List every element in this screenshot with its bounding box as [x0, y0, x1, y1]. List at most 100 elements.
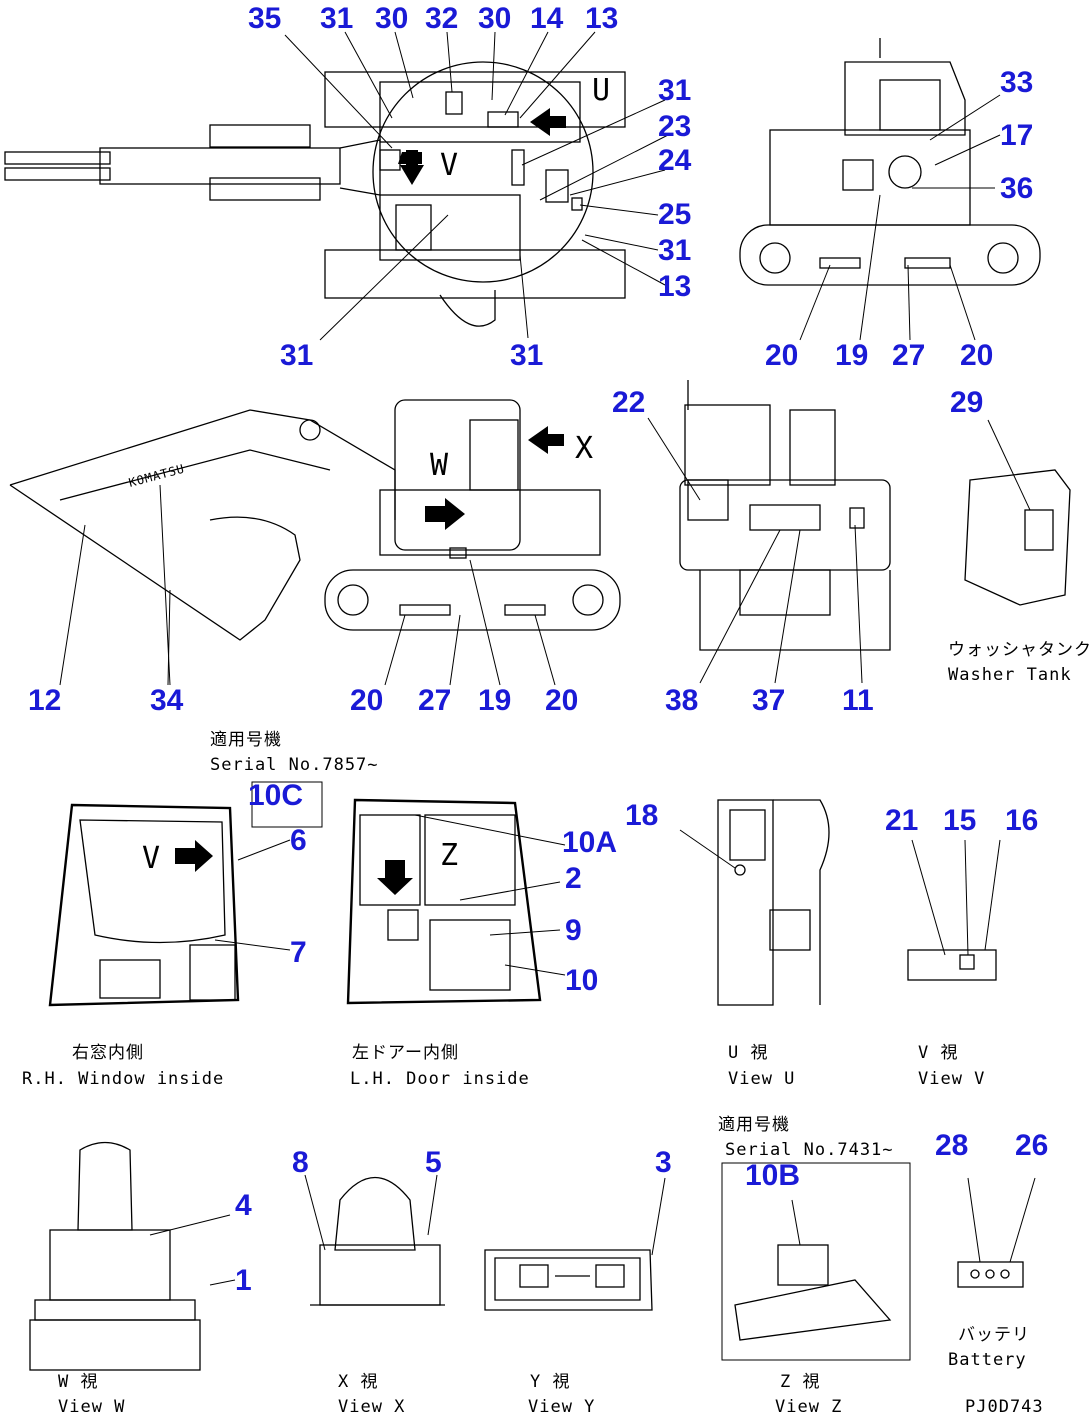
view-v-drawing: 21 15 16 V 視 View V [885, 804, 1038, 1089]
callout-31: 31 [280, 339, 313, 372]
rear-view-drawing [647, 380, 891, 684]
rh-window-callouts: 10C 6 7 右窓内側 R.H. Window inside [22, 779, 307, 1089]
callout-10a: 10A [562, 826, 617, 859]
callout-27: 27 [418, 684, 451, 717]
callout-27: 27 [892, 339, 925, 372]
callout-26: 26 [1015, 1129, 1048, 1162]
rh-window-drawing: V [48, 803, 291, 1007]
door-caption-en: L.H. Door inside [350, 1069, 530, 1089]
battery-drawing: 28 26 バッテリ Battery [935, 1129, 1048, 1370]
drawing-code: PJ0D743 [965, 1397, 1044, 1417]
callout-3: 3 [655, 1146, 672, 1179]
callout-30: 30 [478, 2, 511, 35]
callout-20: 20 [765, 339, 798, 372]
callout-16: 16 [1005, 804, 1038, 837]
callout-14: 14 [530, 2, 564, 35]
serial-note-c-jp: 適用号機 [210, 730, 282, 750]
callout-33: 33 [1000, 66, 1033, 99]
side-view-top-drawing [739, 38, 1041, 341]
battery-caption-jp: バッテリ [958, 1325, 1030, 1345]
view-u-caption-en: View U [728, 1069, 795, 1089]
callout-13: 13 [658, 270, 691, 303]
window-caption-jp: 右窓内側 [72, 1043, 144, 1063]
view-v-caption-jp: V 視 [918, 1043, 958, 1063]
callout-10: 10 [565, 964, 598, 997]
view-y-drawing: 3 Y 視 View Y [484, 1146, 672, 1417]
door-caption-jp: 左ドアー内側 [352, 1043, 459, 1063]
callout-12: 12 [28, 684, 61, 717]
callout-29: 29 [950, 386, 983, 419]
callout-2: 2 [565, 862, 582, 895]
view-u-caption-jp: U 視 [728, 1043, 768, 1063]
washer-tank-drawing: 29 ウォッシャタンク Washer Tank [948, 386, 1090, 685]
view-z-caption-jp: Z 視 [780, 1372, 820, 1392]
callout-13: 13 [585, 2, 618, 35]
callout-11: 11 [842, 684, 874, 717]
side-view-letter-x: X [575, 431, 594, 466]
callout-4: 4 [235, 1189, 252, 1222]
view-w-caption-jp: W 視 [58, 1372, 98, 1392]
view-w-drawing: 4 1 W 視 View W [29, 1141, 252, 1417]
lh-door-drawing: Z [346, 798, 566, 1005]
callout-18: 18 [625, 799, 658, 832]
callout-38: 38 [665, 684, 698, 717]
callout-20: 20 [545, 684, 578, 717]
callout-17: 17 [1000, 119, 1033, 152]
callout-21: 21 [885, 804, 918, 837]
view-z-drawing: 適用号機 Serial No.7431~ 10B Z 視 View Z [718, 1115, 911, 1417]
plan-view-callouts: 35 31 30 32 30 14 13 31 23 24 25 31 13 3… [248, 2, 692, 372]
callout-20: 20 [350, 684, 383, 717]
callout-9: 9 [565, 914, 582, 947]
view-v-caption-en: View V [918, 1069, 985, 1089]
callout-1: 1 [235, 1264, 252, 1297]
view-x-caption-jp: X 視 [338, 1372, 378, 1392]
view-w-caption-en: View W [58, 1397, 125, 1417]
callout-5: 5 [425, 1146, 442, 1179]
view-z-caption-en: View Z [775, 1397, 842, 1417]
brand-label: KOMATSU [127, 461, 186, 489]
callout-32: 32 [425, 2, 458, 35]
callout-31: 31 [510, 339, 543, 372]
side-view-top-callouts: 33 17 36 20 19 27 20 [765, 66, 1033, 372]
callout-31: 31 [658, 234, 691, 267]
view-u-drawing: 18 U 視 View U [625, 799, 830, 1089]
rear-view-callouts: 22 38 37 11 [612, 386, 874, 717]
callout-23: 23 [658, 110, 691, 143]
callout-10b: 10B [745, 1159, 800, 1192]
door-letter-z: Z [440, 838, 459, 873]
serial-note-b-jp: 適用号機 [718, 1115, 790, 1135]
callout-20: 20 [960, 339, 993, 372]
serial-note-b-en: Serial No.7431~ [725, 1140, 894, 1160]
callout-35: 35 [248, 2, 281, 35]
serial-note-c-en: Serial No.7857~ [210, 755, 379, 775]
callout-15: 15 [943, 804, 976, 837]
callout-10c: 10C [248, 779, 303, 812]
callout-19: 19 [835, 339, 868, 372]
callout-19: 19 [478, 684, 511, 717]
callout-22: 22 [612, 386, 645, 419]
battery-caption-en: Battery [948, 1350, 1027, 1370]
side-view-mid-callouts: 12 34 20 27 19 20 [28, 684, 578, 717]
view-y-caption-jp: Y 視 [530, 1372, 570, 1392]
callout-8: 8 [292, 1146, 309, 1179]
callout-37: 37 [752, 684, 785, 717]
serial-note-c: 適用号機 Serial No.7857~ [210, 730, 379, 828]
washer-caption-en: Washer Tank [948, 665, 1072, 685]
plan-view-letter-v: V [440, 148, 459, 183]
callout-34: 34 [150, 684, 184, 717]
washer-caption-jp: ウォッシャタンク [948, 640, 1090, 660]
side-view-mid-drawing: KOMATSU W X [9, 399, 621, 686]
callout-31: 31 [658, 74, 691, 107]
view-x-drawing: 8 5 X 視 View X [292, 1146, 445, 1417]
lh-door-callouts: 10A 2 9 10 左ドアー内側 L.H. Door inside [350, 826, 617, 1089]
plan-view-drawing: V U [4, 31, 669, 341]
callout-25: 25 [658, 198, 691, 231]
callout-7: 7 [290, 936, 307, 969]
callout-24: 24 [658, 144, 692, 177]
callout-6: 6 [290, 824, 307, 857]
side-view-letter-w: W [430, 448, 449, 483]
view-y-caption-en: View Y [528, 1397, 595, 1417]
window-caption-en: R.H. Window inside [22, 1069, 224, 1089]
view-x-caption-en: View X [338, 1397, 405, 1417]
